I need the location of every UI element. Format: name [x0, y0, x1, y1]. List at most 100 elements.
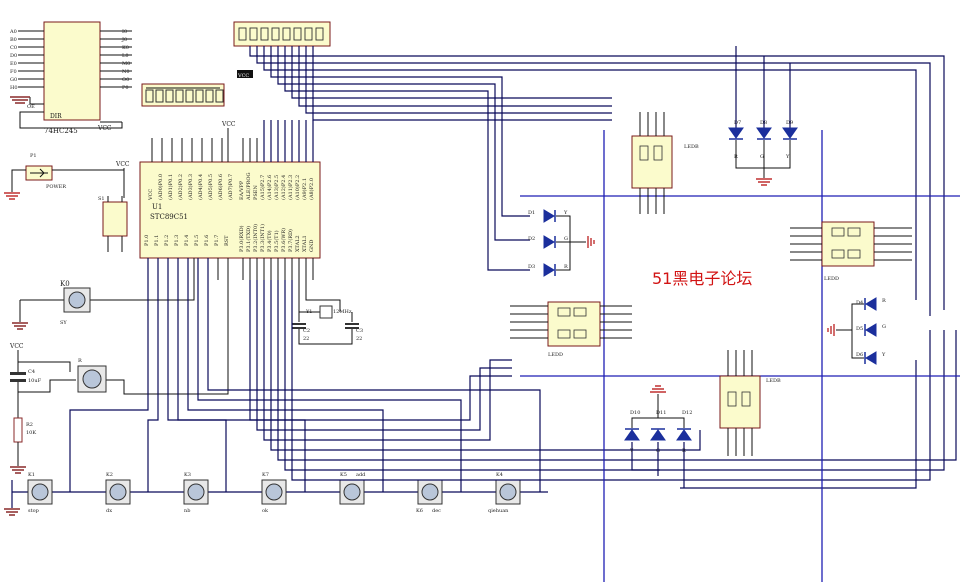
key-k3-nb[interactable]: K3 nb — [183, 472, 209, 514]
mcu-pin-ale: ALE/PROG — [246, 173, 252, 202]
crystal: Y1 12MHz C2 C3 22 22 — [292, 280, 363, 345]
key-k4-ref: K4 — [496, 472, 503, 478]
buffer-in-0: A0 — [9, 29, 17, 35]
resistor-pack-top: VCC — [233, 21, 331, 79]
display-left-ref: LEDD — [548, 352, 563, 358]
key-k5-add[interactable]: K5 add — [339, 472, 366, 505]
mcu-pin-p23: (A11)P2.3 — [287, 175, 294, 200]
buffer-out-3: L0 — [122, 53, 129, 59]
mcu-pin-p06: (AD6)P0.6 — [217, 174, 224, 200]
led-d8-ref: D8 — [760, 120, 767, 126]
buffer-out-1: J0 — [121, 37, 127, 43]
mcu-pin-rst: RST — [224, 235, 230, 246]
key-k7-ref: K7 — [262, 472, 269, 478]
mcu-pin-vcc: VCC — [148, 189, 154, 201]
led-d12: D12 R — [676, 410, 692, 454]
switch-ref: S1 — [98, 196, 105, 202]
led-d5-ref: D5 — [856, 326, 863, 332]
mcu-pin-p22: (A10)P2.2 — [294, 175, 301, 200]
reset-cap-val: 10uF — [28, 378, 42, 384]
mcu-pin-p24: (A12)P2.4 — [280, 175, 287, 200]
buffer-in-3: D0 — [10, 53, 17, 59]
leds-top: D7 R D8 G D9 Y — [728, 46, 798, 186]
key-k1-stop[interactable]: K1 stop — [27, 472, 53, 514]
mcu-pin-p34: P3.4(T0) — [266, 230, 273, 252]
power-connector: P1 POWER VCC — [4, 153, 130, 200]
display-top-ref: LEDB — [684, 144, 699, 150]
key-k4-qiehuan[interactable]: K4 qiehuan — [488, 472, 521, 514]
key-k6-dec[interactable]: K6 dec — [416, 479, 443, 514]
led-d9-color: Y — [785, 154, 790, 160]
led-d7-color: R — [734, 154, 738, 160]
mcu-pin-p17: P1.7 — [214, 235, 220, 246]
mcu-pin-p30: P3.0(RXD) — [238, 225, 245, 252]
led-d2-color: G — [564, 236, 568, 242]
mcu-ref: U1 — [152, 203, 162, 211]
led-d11: D11 G — [650, 410, 666, 454]
buffer-in-7: H0 — [10, 85, 18, 91]
switch-s1: S1 — [98, 196, 128, 252]
mcu-pin-p15: P1.5 — [194, 235, 200, 246]
mcu-pin-p36: P3.6(WR) — [280, 228, 287, 252]
led-d11-ref: D11 — [656, 410, 666, 416]
mcu-port1-pins: P1.0 P1.1 P1.2 P1.3 P1.4 P1.5 P1.6 P1.7 … — [144, 235, 230, 246]
led-d3-ref: D3 — [528, 264, 535, 270]
key-k6-label: dec — [432, 508, 441, 514]
mcu-pin-p37: P3.7(RD) — [287, 229, 294, 252]
mcu-pin-p00: (AD0)P0.0 — [157, 174, 164, 200]
mcu-pin-gnd: GND — [309, 240, 315, 252]
leds-right: D4 R D5 G D6 Y — [827, 297, 886, 365]
key-k5-label: add — [356, 472, 366, 478]
mcu-chip: U1 STC89C51 VCC VCC (AD0)P0.0 (AD1)P0.1 … — [139, 121, 321, 280]
mcu-pin-p31: P3.1(TXD) — [245, 226, 252, 252]
led-d4-ref: D4 — [856, 300, 863, 306]
mcu-pin-p04: (AD4)P0.4 — [197, 174, 204, 200]
buffer-in-5: F0 — [10, 69, 17, 75]
reset-res-ref: R2 — [26, 422, 33, 428]
mcu-pin-psen: PSEN — [253, 185, 259, 200]
led-d10: D10 Y — [624, 410, 640, 454]
mcu-pin-p26: (A14)P2.6 — [266, 175, 273, 200]
led-d2: D2 G — [528, 235, 568, 249]
buffer-dir-label: DIR — [50, 113, 62, 120]
mcu-pin-p32: P3.2(INT0) — [252, 224, 259, 252]
led-d6: D6 Y — [856, 351, 886, 365]
display-bus — [249, 46, 957, 489]
key-k2-dx[interactable]: K2 dx — [105, 472, 131, 514]
key-k4-label: qiehuan — [488, 508, 509, 514]
key-k3-label: nb — [184, 508, 190, 514]
mcu-pin-p13: P1.3 — [174, 235, 180, 246]
reset-circuit: VCC C4 10uF R2 10K R — [9, 258, 229, 474]
mcu-name: STC89C51 — [150, 213, 188, 221]
mcu-pin-p27: (A15)P2.7 — [259, 175, 266, 200]
led-d10-ref: D10 — [630, 410, 640, 416]
led-d1-color: Y — [563, 210, 568, 216]
key-k2-ref: K2 — [106, 472, 113, 478]
led-d6-color: Y — [881, 352, 886, 358]
key-k7-ok[interactable]: K7 ok — [261, 472, 287, 514]
led-d12-color: R — [682, 448, 686, 454]
led-d3-color: R — [564, 264, 568, 270]
led-d9-ref: D9 — [786, 120, 793, 126]
rpack-vcc: VCC — [237, 73, 249, 79]
crystal-c3: C3 — [356, 328, 363, 334]
buffer-oe-label: OE — [27, 104, 35, 110]
crystal-value: 12MHz — [333, 309, 352, 315]
mcu-pin-p14: P1.4 — [184, 235, 190, 246]
led-d3: D3 R — [528, 263, 568, 277]
sy-button-ref: K0 — [60, 280, 70, 288]
mcu-pin-xtal1: XTAL1 — [302, 235, 308, 252]
buffer-out-0: I0 — [122, 29, 127, 35]
power-vcc: VCC — [115, 161, 130, 168]
key-k2-label: dx — [106, 508, 112, 514]
sy-button[interactable]: K0 SY — [12, 258, 195, 330]
key-k3-ref: K3 — [184, 472, 191, 478]
led-d4-color: R — [882, 298, 886, 304]
buffer-in-1: B0 — [10, 37, 17, 43]
led-d4: D4 R — [856, 297, 886, 311]
buffer-out-7: P0 — [122, 85, 129, 91]
led-d2-ref: D2 — [528, 236, 535, 242]
sy-button-label: SY — [60, 320, 67, 326]
buffer-out-4: M0 — [122, 61, 130, 67]
mcu-port2-pins: EA/VPP ALE/PROG PSEN (A15)P2.7 (A14)P2.6… — [239, 173, 315, 202]
